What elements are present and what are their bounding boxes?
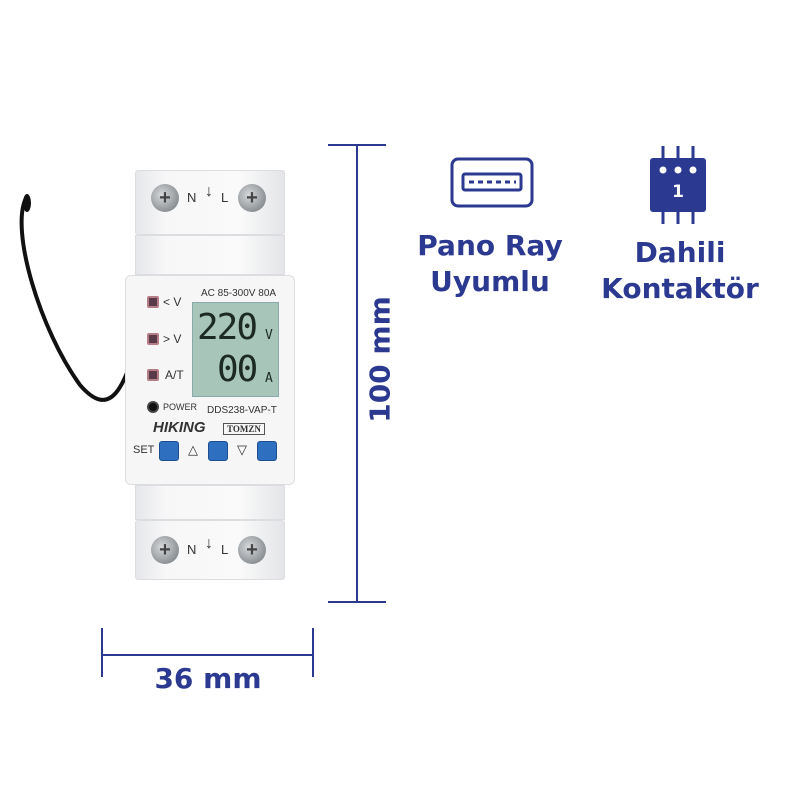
indicator-label: < V [163,295,182,309]
led-icon [147,401,159,413]
brand-logo: HIKING [153,419,206,436]
din-rail-icon [450,157,534,208]
led-icon [147,296,159,308]
contactor-icon: 1 [649,146,707,224]
indicator-label: A/T [165,368,184,382]
contactor-number: 1 [672,182,684,202]
rating-label: AC 85-300V 80A [201,288,277,299]
current-readout: 00 [217,349,258,390]
feature-label-line: Dahili [634,236,726,269]
indicator-overvoltage: > V [147,332,181,346]
indicator-label: POWER [163,402,198,412]
current-unit: A [265,371,273,386]
screw-icon: + [151,184,179,212]
up-label: △ [188,442,198,457]
down-label: ▽ [237,442,247,457]
height-dimension-label: 100 mm [363,296,397,423]
brand-logo: TOMZN [223,423,265,435]
arrow-down-icon: ↓ [205,183,213,200]
indicator-undervoltage: < V [147,295,181,309]
feature-label-line: Kontaktör [601,272,759,305]
down-button[interactable] [257,441,277,461]
feature-label-line: Pano Ray [417,229,563,262]
width-dimension-label: 36 mm [154,662,262,695]
energy-meter-device: + N ↓ L + AC 85-300V 80A < V > V A/T POW… [125,165,295,585]
model-label: DDS238-VAP-T [207,405,277,416]
indicator-at: A/T [147,368,184,382]
set-button[interactable] [159,441,179,461]
feature-contactor-label: Dahili Kontaktör [590,235,770,307]
arrow-down-icon: ↓ [205,535,213,552]
screw-icon: + [238,184,266,212]
voltage-unit: V [265,328,273,343]
terminal-label: N [187,190,197,205]
led-icon [147,369,159,381]
lower-shoulder [135,485,285,520]
indicator-label: > V [163,332,182,346]
terminal-label: N [187,542,197,557]
led-icon [147,333,159,345]
lcd-display: 220 V 00 A [192,302,279,397]
indicator-power: POWER [147,401,197,413]
terminal-label: L [221,542,229,557]
voltage-readout: 220 [197,307,258,348]
up-button[interactable] [208,441,228,461]
feature-label-line: Uyumlu [430,265,550,298]
screw-icon: + [238,536,266,564]
terminal-label: L [221,190,229,205]
set-label: SET [133,444,155,456]
screw-icon: + [151,536,179,564]
feature-rail-label: Pano Ray Uyumlu [400,228,580,300]
upper-shoulder [135,235,285,275]
